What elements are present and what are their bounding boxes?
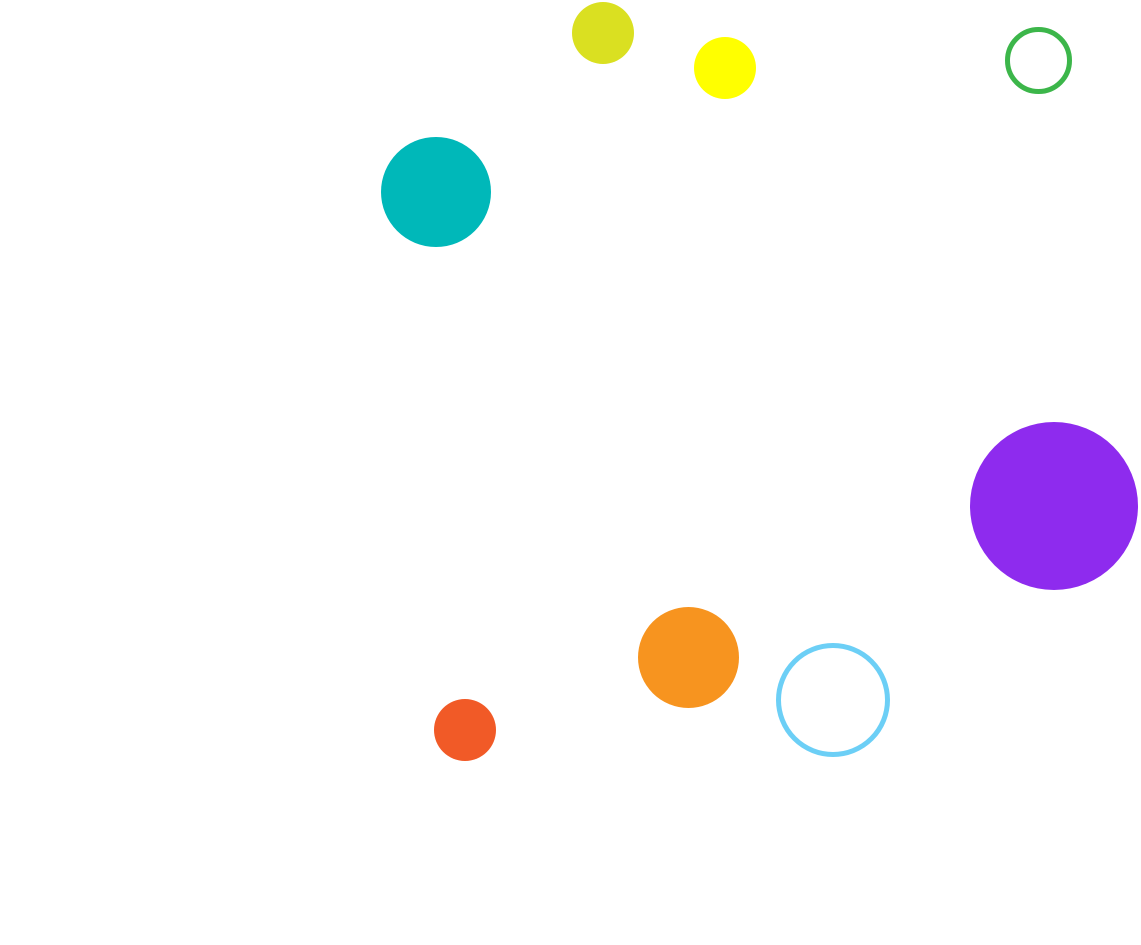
purple-circle[interactable] (970, 422, 1138, 590)
light-blue-ring-circle[interactable] (776, 643, 890, 757)
yellow-circle[interactable] (694, 37, 756, 99)
green-ring-circle[interactable] (1005, 27, 1072, 94)
orange-circle[interactable] (638, 607, 739, 708)
red-orange-circle[interactable] (434, 699, 496, 761)
teal-circle[interactable] (381, 137, 491, 247)
yellow-green-circle[interactable] (572, 2, 634, 64)
